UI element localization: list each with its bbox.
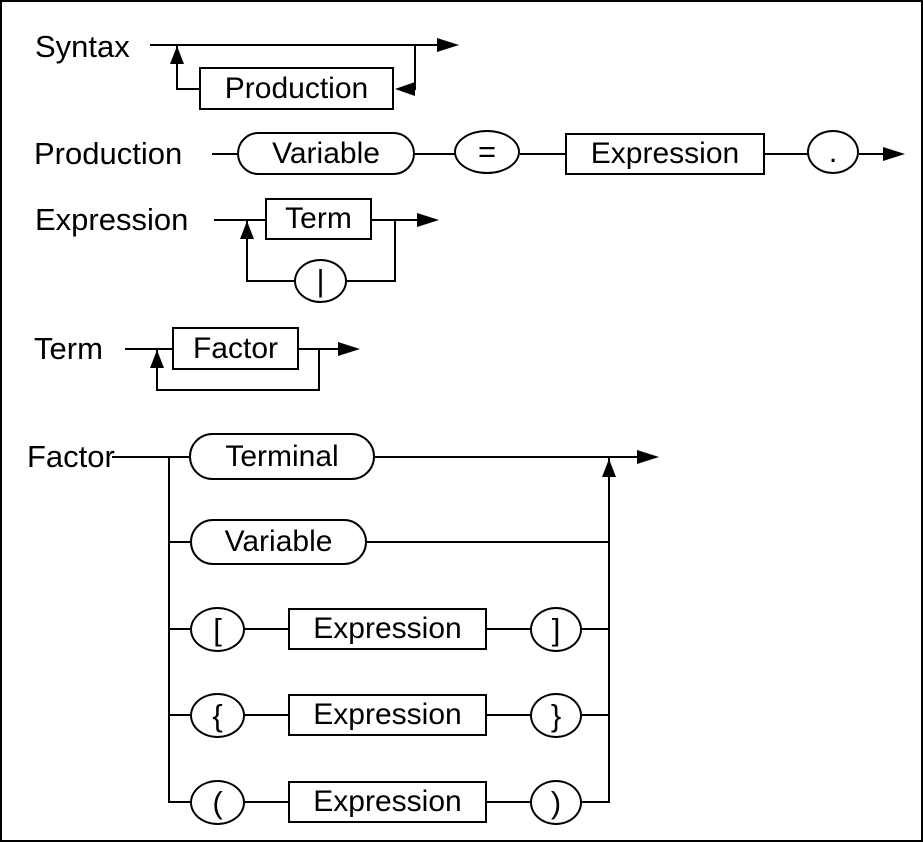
connector-line <box>150 44 442 46</box>
arrowhead-left-icon <box>395 82 415 96</box>
collector-line <box>608 456 610 803</box>
connector-line <box>487 801 530 803</box>
connector-line <box>394 219 396 281</box>
node-factor: Factor <box>172 327 299 370</box>
connector-line <box>582 801 609 803</box>
rule-label-production: Production <box>34 136 183 171</box>
node-expression: Expression <box>565 133 765 175</box>
node-expression: Expression <box>288 608 487 650</box>
arrowhead-right-icon <box>417 213 439 227</box>
connector-line <box>168 801 190 803</box>
rule-label-expression: Expression <box>35 202 189 237</box>
connector-line <box>520 153 566 155</box>
connector-line <box>245 801 288 803</box>
connector-line <box>375 456 609 458</box>
arrowhead-right-icon <box>637 450 659 464</box>
node-term: Term <box>265 198 372 240</box>
connector-line <box>765 153 808 155</box>
node-pipe: | <box>294 259 347 303</box>
connector-line <box>156 348 158 391</box>
node-close-brace: } <box>530 693 582 738</box>
arrowhead-up-icon <box>602 459 616 477</box>
connector-line <box>318 348 320 391</box>
node-production: Production <box>199 67 394 110</box>
connector-line <box>582 628 609 630</box>
node-open-paren: ( <box>190 780 245 825</box>
arrowhead-up-icon <box>150 350 164 368</box>
connector-line <box>168 541 190 543</box>
node-close-bracket: ] <box>530 607 582 652</box>
connector-line <box>176 44 178 90</box>
arrowhead-right-icon <box>883 147 905 161</box>
connector-line <box>582 714 609 716</box>
arrowhead-right-icon <box>437 38 459 52</box>
rule-label-term: Term <box>34 331 103 366</box>
connector-line <box>415 153 455 155</box>
arrowhead-up-icon <box>170 46 184 64</box>
connector-line <box>112 456 190 458</box>
arrowhead-right-icon <box>338 342 360 356</box>
node-variable: Variable <box>237 132 415 175</box>
connector-line <box>212 153 238 155</box>
node-equals: = <box>454 130 520 174</box>
connector-line <box>299 348 343 350</box>
node-period: . <box>807 130 859 174</box>
connector-line <box>859 153 888 155</box>
connector-line <box>156 389 320 391</box>
node-expression: Expression <box>288 694 487 736</box>
node-close-paren: ) <box>530 780 582 825</box>
node-terminal: Terminal <box>189 433 375 480</box>
connector-line <box>608 456 640 458</box>
connector-line <box>487 714 530 716</box>
node-open-bracket: [ <box>190 607 245 652</box>
connector-line <box>176 88 200 90</box>
connector-line <box>245 628 288 630</box>
node-open-brace: { <box>190 693 245 738</box>
arrowhead-up-icon <box>240 221 254 239</box>
connector-line <box>245 714 288 716</box>
connector-line <box>372 219 422 221</box>
connector-line <box>487 628 530 630</box>
connector-line <box>367 541 609 543</box>
connector-line <box>168 628 190 630</box>
connector-line <box>246 219 248 281</box>
node-variable: Variable <box>190 519 367 565</box>
connector-line <box>414 44 416 90</box>
connector-line <box>168 714 190 716</box>
connector-line <box>125 348 172 350</box>
rule-label-syntax: Syntax <box>35 29 130 64</box>
connector-line <box>214 219 265 221</box>
node-expression: Expression <box>288 781 487 823</box>
rule-label-factor: Factor <box>27 439 115 474</box>
